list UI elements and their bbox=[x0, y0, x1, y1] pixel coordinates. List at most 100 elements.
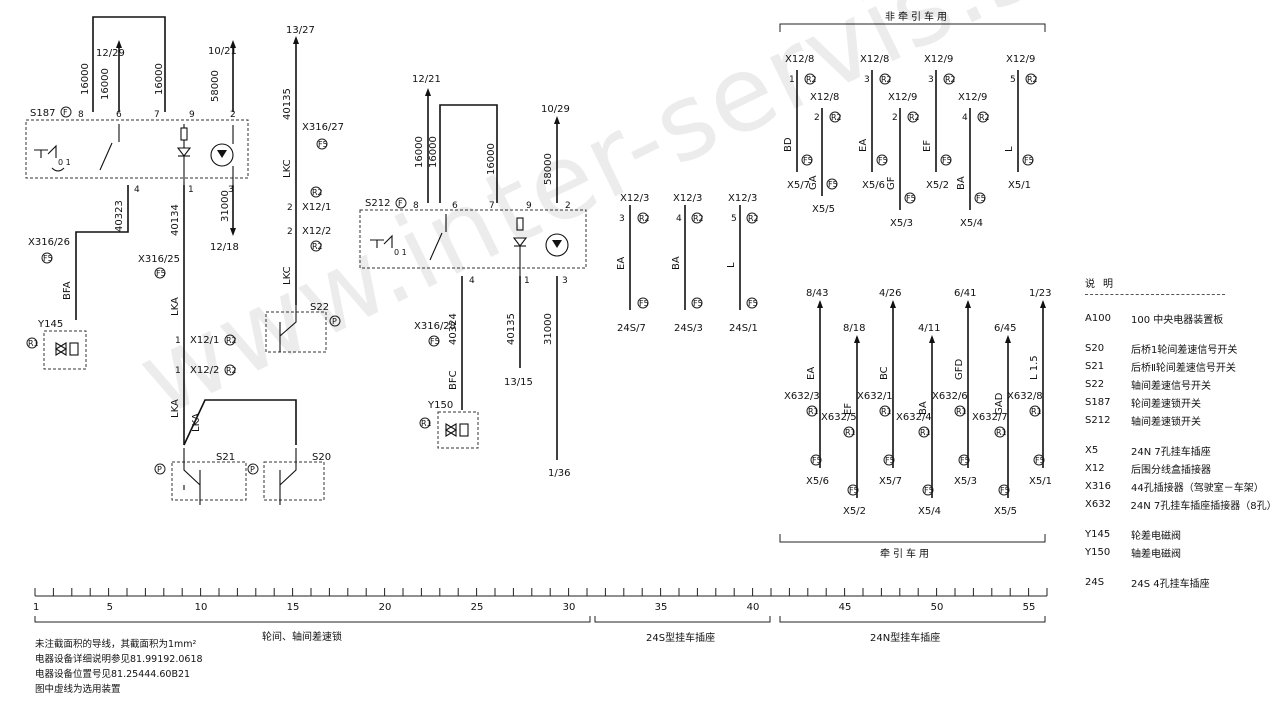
pin-dest-label: X5/6 bbox=[806, 476, 829, 487]
wire-label: 16000 bbox=[80, 63, 91, 95]
wire-label: 40134 bbox=[170, 204, 181, 236]
connector-label: X12/1 bbox=[190, 335, 219, 346]
pin-dest-label: X5/5 bbox=[994, 506, 1017, 517]
circuit-s212: 12/21 16000 16000 16000 10/29 58000 S212… bbox=[359, 74, 587, 479]
pin-label: 7 bbox=[489, 201, 495, 211]
svg-text:1: 1 bbox=[175, 366, 181, 376]
section-label: 24N型挂车插座 bbox=[870, 631, 940, 644]
legend-desc: 后围分线盒插接器 bbox=[1131, 464, 1211, 476]
wire-label: BA bbox=[918, 401, 929, 415]
legend-divider bbox=[1085, 294, 1225, 295]
y145-label: Y145 bbox=[37, 319, 63, 330]
marker-icon bbox=[810, 454, 822, 466]
legend-code: S20 bbox=[1085, 342, 1105, 354]
resistor-icon bbox=[516, 217, 524, 231]
wire-label: LKA bbox=[170, 399, 181, 418]
pin-label: 4 bbox=[962, 113, 968, 123]
s21-label: S21 bbox=[216, 452, 235, 463]
ruler-label: 45 bbox=[839, 602, 852, 613]
marker-label: F5 bbox=[878, 156, 888, 165]
pin-label: 2 bbox=[230, 110, 236, 120]
connector-label: X632/5 bbox=[821, 412, 857, 423]
bracket bbox=[34, 616, 591, 623]
pin-label: 6 bbox=[116, 110, 122, 120]
marker-icon bbox=[907, 111, 919, 123]
marker-label: F5 bbox=[885, 456, 895, 465]
pin-dest-label: X5/4 bbox=[960, 218, 983, 229]
wire-label: BD bbox=[783, 137, 794, 152]
marker-label: F5 bbox=[812, 456, 822, 465]
marker-icon bbox=[801, 154, 813, 166]
wire-label: EA bbox=[616, 257, 627, 270]
pin-label: 5 bbox=[1010, 75, 1016, 85]
marker-icon bbox=[876, 154, 888, 166]
connector-label: X632/7 bbox=[972, 412, 1008, 423]
wire-label: GA bbox=[808, 175, 819, 190]
ruler-label: 40 bbox=[747, 602, 760, 613]
wire-label: 13/15 bbox=[504, 377, 533, 388]
pressure-switch-icon bbox=[279, 448, 297, 505]
legend-code: X12 bbox=[1085, 462, 1105, 474]
wire-label: EF bbox=[843, 403, 854, 415]
socket-24s-wire: X12/3 5 R2 L F5 24S/1 bbox=[726, 193, 759, 334]
marker-label: F5 bbox=[803, 156, 813, 165]
svg-text:1: 1 bbox=[175, 336, 181, 346]
section-title: 非牵引车用 bbox=[885, 10, 950, 23]
indicator-lamp-icon bbox=[545, 233, 569, 257]
marker-icon bbox=[847, 484, 859, 496]
source-label: 6/41 bbox=[954, 288, 976, 299]
s212-label: S212 bbox=[365, 198, 390, 209]
source-label: 4/11 bbox=[918, 323, 940, 334]
legend-desc: 后桥1轮间差速信号开关 bbox=[1131, 344, 1238, 356]
marker-label: R1 bbox=[956, 407, 967, 416]
legend-code: 24S bbox=[1085, 576, 1105, 588]
led-icon bbox=[512, 237, 528, 247]
svg-text:R2: R2 bbox=[312, 188, 323, 197]
marker-label: F5 bbox=[1024, 156, 1034, 165]
switch-symbol-icon bbox=[370, 234, 393, 248]
legend-desc: 轴间差速锁开关 bbox=[1131, 416, 1201, 428]
pin-dest-label: X5/2 bbox=[926, 180, 949, 191]
legend-desc: 后桥Ⅱ轮间差速信号开关 bbox=[1131, 362, 1236, 374]
bracket bbox=[779, 616, 1046, 623]
wire-label: 13/27 bbox=[286, 25, 315, 36]
wire-label: L bbox=[726, 262, 737, 268]
pin-label: 3 bbox=[864, 75, 870, 85]
pin-label: 2 bbox=[565, 201, 571, 211]
marker-label: R1 bbox=[808, 407, 819, 416]
socket-24s-wire: X12/3 3 R2 EA F5 24S/7 bbox=[616, 193, 650, 334]
svg-text:P: P bbox=[332, 317, 337, 326]
legend-desc: 44孔插接器（驾驶室－车架） bbox=[1131, 482, 1264, 494]
footnote: 未注截面积的导线，其截面积为1mm² bbox=[35, 639, 197, 650]
wire-label: 10/21 bbox=[208, 46, 237, 57]
footnote: 电器设备位置号见81.25444.60B21 bbox=[35, 669, 191, 680]
footnote: 图中虚线为选用装置 bbox=[35, 684, 121, 695]
marker-label: R2 bbox=[979, 113, 990, 122]
pin-dest-label: X5/3 bbox=[890, 218, 913, 229]
wire-label: 16000 bbox=[154, 63, 165, 95]
svg-text:F5: F5 bbox=[318, 140, 328, 149]
legend-row: S20 后桥1轮间差速信号开关 bbox=[1085, 339, 1275, 357]
coil-icon bbox=[69, 342, 79, 356]
marker-icon bbox=[977, 111, 989, 123]
pin-dest-label: X5/7 bbox=[879, 476, 902, 487]
s20-label: S20 bbox=[312, 452, 331, 463]
pin-dest-label: X5/5 bbox=[812, 204, 835, 215]
pin-label: 5 bbox=[731, 214, 737, 224]
svg-text:R2: R2 bbox=[748, 214, 759, 223]
wire-label: LKC bbox=[282, 266, 293, 285]
section-title: 牵引车用 bbox=[880, 547, 932, 560]
ruler-label: 50 bbox=[931, 602, 944, 613]
pin-label: 2 bbox=[892, 113, 898, 123]
connector-label: X12/9 bbox=[888, 92, 917, 103]
connector-label: X12/8 bbox=[785, 54, 814, 65]
wire-label: BFC bbox=[448, 370, 459, 390]
legend-code: X5 bbox=[1085, 444, 1099, 456]
legend-code: Y145 bbox=[1085, 528, 1111, 540]
marker-icon bbox=[1022, 154, 1034, 166]
s22-label: S22 bbox=[310, 302, 329, 313]
